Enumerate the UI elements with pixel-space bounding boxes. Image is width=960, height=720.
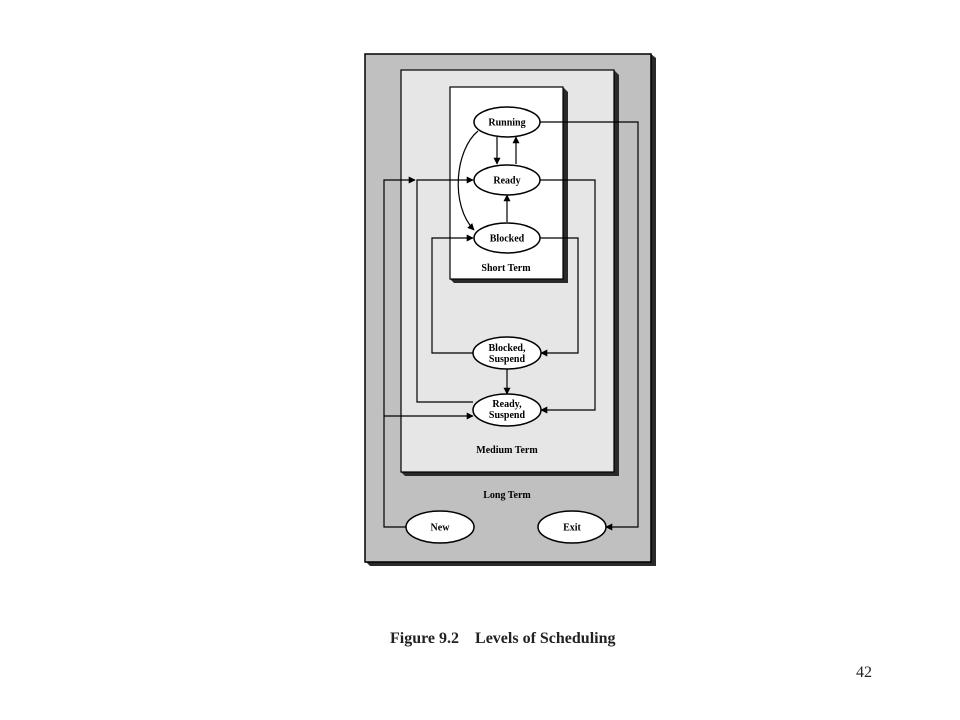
- state-running-ellipse: [473, 106, 541, 138]
- medium-term-label: Medium Term: [476, 445, 538, 456]
- short-term-label: Short Term: [481, 263, 531, 274]
- figure-caption: Figure 9.2 Levels of Scheduling: [390, 630, 616, 648]
- state-blocked-ellipse: [473, 222, 541, 254]
- state-exit-label: Exit: [563, 523, 581, 534]
- state-ready-ellipse: [473, 164, 541, 196]
- figure-number: Figure 9.2: [390, 630, 460, 647]
- state-new-label: New: [431, 523, 451, 534]
- state-ready-suspend-ellipse: [472, 393, 542, 427]
- long-term-label: Long Term: [483, 490, 531, 501]
- state-running: Running: [473, 106, 541, 138]
- arrow-new-to-ready-suspend: [383, 412, 474, 528]
- state-new: New: [405, 510, 475, 544]
- state-ready-suspend: Ready, Suspend: [472, 393, 542, 427]
- scheduling-levels-diagram: Running Ready Blocked Blocked, Suspend R…: [364, 53, 656, 566]
- state-blocked: Blocked: [473, 222, 541, 254]
- state-blocked-suspend-label-line1: Blocked,: [489, 343, 526, 354]
- state-exit-ellipse: [537, 510, 607, 544]
- state-ready: Ready: [473, 164, 541, 196]
- state-blocked-suspend-label-line2: Suspend: [489, 354, 526, 365]
- state-blocked-suspend-ellipse: [472, 336, 542, 370]
- page-number: 42: [856, 664, 872, 681]
- arrow-blocked-suspend-to-blocked: [431, 234, 474, 354]
- arrow-ready-suspend-to-ready: [416, 176, 474, 403]
- state-blocked-label: Blocked: [490, 234, 525, 245]
- figure-title: Levels of Scheduling: [475, 630, 616, 647]
- state-running-label: Running: [488, 118, 525, 129]
- state-new-ellipse: [405, 510, 475, 544]
- state-ready-label: Ready: [493, 176, 520, 187]
- state-ready-suspend-label-line1: Ready,: [492, 399, 522, 410]
- arrow-blocked-to-blocked-suspend: [540, 237, 579, 357]
- state-ready-suspend-label-line2: Suspend: [489, 410, 526, 421]
- state-blocked-suspend: Blocked, Suspend: [472, 336, 542, 370]
- arrow-ready-to-ready-suspend: [540, 179, 596, 414]
- arrow-running-to-exit: [540, 121, 639, 531]
- transitions: [383, 121, 639, 531]
- arrow-running-to-blocked: [457, 130, 479, 231]
- arrow-new-to-ready: [383, 176, 416, 416]
- state-exit: Exit: [537, 510, 607, 544]
